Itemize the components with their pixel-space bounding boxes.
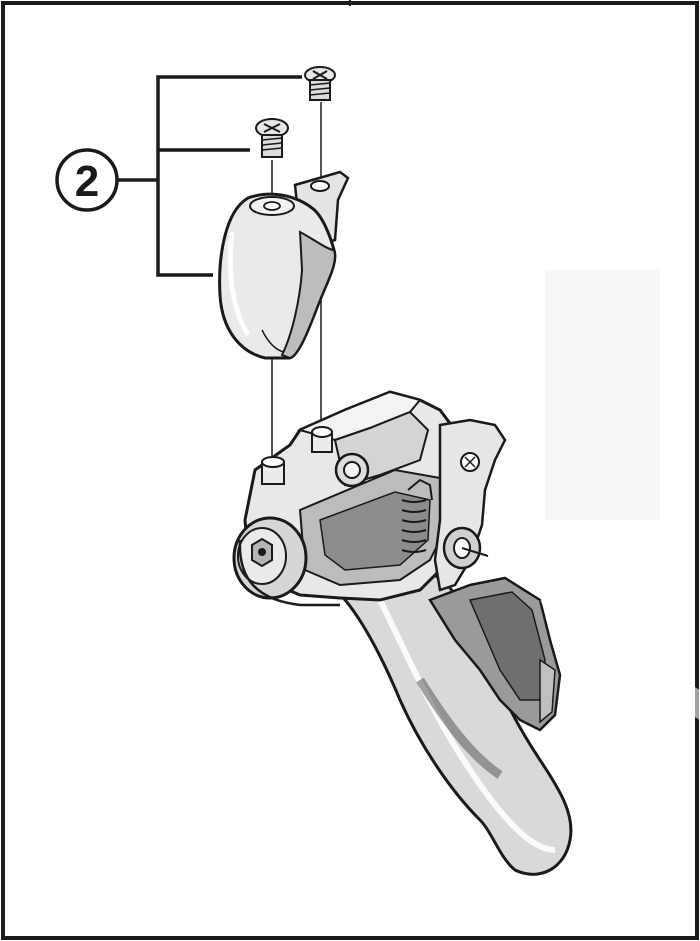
screw-icon (304, 66, 336, 101)
spring-coil (401, 499, 427, 553)
screw-icon (255, 118, 289, 158)
shifter-body-part (232, 390, 573, 876)
callout-bracket (118, 75, 302, 277)
background-smudge (545, 270, 660, 520)
callout-number: 2 (75, 157, 99, 206)
assembly-axis-lines (271, 102, 322, 468)
lever-cover-part (218, 170, 350, 360)
pivot-nut (232, 516, 308, 600)
callout-marker: 2 (55, 148, 119, 212)
background-flare (540, 600, 700, 720)
